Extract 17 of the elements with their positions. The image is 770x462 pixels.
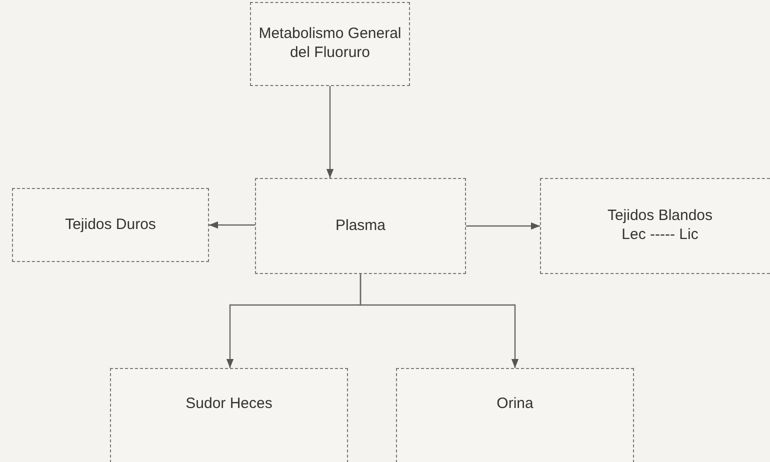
arrow bbox=[466, 222, 540, 230]
box-label: Lec ----- Lic bbox=[622, 226, 698, 245]
arrow bbox=[209, 221, 255, 229]
arrow bbox=[360, 274, 519, 368]
process-box bbox=[12, 188, 209, 262]
box-label: Metabolismo General del Fluoruro bbox=[258, 25, 402, 63]
box-label: Plasma bbox=[335, 216, 386, 236]
process-box bbox=[110, 368, 348, 462]
box-label: Tejidos Duros bbox=[65, 216, 156, 234]
box-label: Tejidos Blandos bbox=[607, 207, 713, 226]
process-box bbox=[250, 2, 410, 86]
arrow bbox=[326, 86, 334, 178]
box-label: Sudor Heces bbox=[186, 394, 272, 414]
process-box bbox=[540, 178, 770, 274]
process-box bbox=[396, 368, 634, 462]
box-label: Orina bbox=[496, 394, 534, 414]
process-box bbox=[255, 178, 466, 274]
